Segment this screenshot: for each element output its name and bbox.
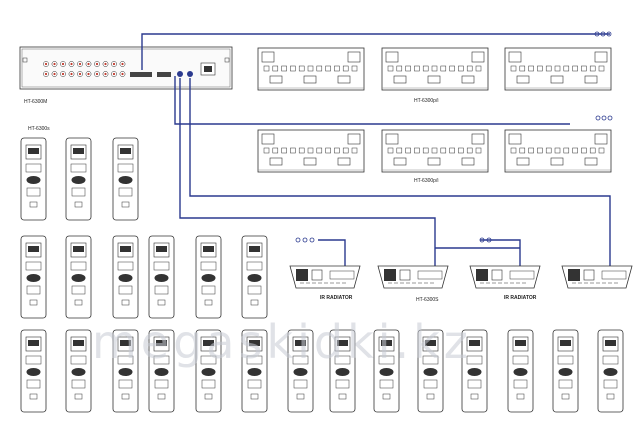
delegate-unit [241, 329, 268, 413]
rack-connector-dot [61, 62, 65, 66]
delegate-unit [65, 329, 92, 413]
delegate-unit [65, 235, 92, 319]
ir-radiator [377, 265, 449, 289]
delegate-unit [195, 235, 222, 319]
rack-connector-dot [95, 62, 99, 66]
rack-connector-dot [53, 62, 56, 66]
delegate-unit [597, 329, 624, 413]
rack-connector-dot [112, 72, 116, 76]
delegate-unit [373, 329, 400, 413]
ir-radiators [289, 265, 633, 289]
delegate-unit [148, 235, 175, 319]
rack-connector-dot [61, 72, 65, 76]
rack-connector-dot [87, 62, 90, 66]
central-unit-label: HT-6300M [24, 99, 47, 105]
unit-label-top: HT-6300s [28, 126, 50, 132]
rack-connector-dot [78, 72, 82, 76]
rack-connector-dot [53, 72, 56, 76]
ir-radiator [561, 265, 633, 289]
ir-radiator [469, 265, 541, 289]
delegate-unit [20, 235, 47, 319]
delegate-unit [552, 329, 579, 413]
rack-connector-dot [70, 62, 73, 66]
cable-radiator-right [189, 78, 611, 268]
rack-connector-dot [95, 72, 99, 76]
expansion-box [257, 129, 365, 173]
cable-expansion-2 [174, 76, 570, 125]
delegate-unit [417, 329, 444, 413]
expansion-box [381, 129, 489, 173]
cable-rad-link-right [480, 239, 521, 268]
radiator-label-left: IR RADIATOR [320, 295, 353, 301]
terminators [295, 31, 613, 243]
delegate-unit [195, 329, 222, 413]
rack-connector-dot [104, 62, 107, 66]
delegate-unit [20, 329, 47, 413]
cable-radiator-left [179, 78, 436, 268]
expansion-box [381, 47, 489, 91]
delegate-unit [20, 137, 47, 221]
rack-connector-dot [44, 62, 48, 66]
delegate-unit [287, 329, 314, 413]
rack-connector-dot [121, 72, 124, 76]
watermark: megaskidki.kz [92, 315, 472, 369]
cables [141, 33, 611, 268]
radiator-label-right: IR RADIATOR [504, 295, 537, 301]
expansion-label-1: HT-6300p/i [414, 98, 438, 104]
expansion-boxes [257, 47, 612, 173]
cable-expansion-1 [141, 33, 610, 70]
rack-connector-dot [121, 62, 124, 66]
rack-connector-dot [104, 72, 107, 76]
delegate-unit [112, 329, 139, 413]
rack-connector-dot [44, 72, 48, 76]
rack-connector-dot [78, 62, 82, 66]
expansion-box [504, 129, 612, 173]
expansion-label-2: HT-6300p/i [414, 178, 438, 184]
radiator-center-label: HT-6300S [416, 297, 439, 303]
rack-connector-dot [70, 72, 73, 76]
ir-radiator [289, 265, 361, 289]
delegate-unit [112, 235, 139, 319]
expansion-box [504, 47, 612, 91]
cable-rad-link-left [318, 239, 346, 268]
delegate-units [20, 137, 624, 413]
delegate-unit [148, 329, 175, 413]
rack-connector-dot [87, 72, 90, 76]
delegate-unit [65, 137, 92, 221]
delegate-unit [507, 329, 534, 413]
central-unit [19, 46, 233, 90]
delegate-unit [112, 137, 139, 221]
rack-connector-dot [112, 62, 116, 66]
delegate-unit [241, 235, 268, 319]
expansion-box [257, 47, 365, 91]
delegate-unit [461, 329, 488, 413]
delegate-unit [329, 329, 356, 413]
